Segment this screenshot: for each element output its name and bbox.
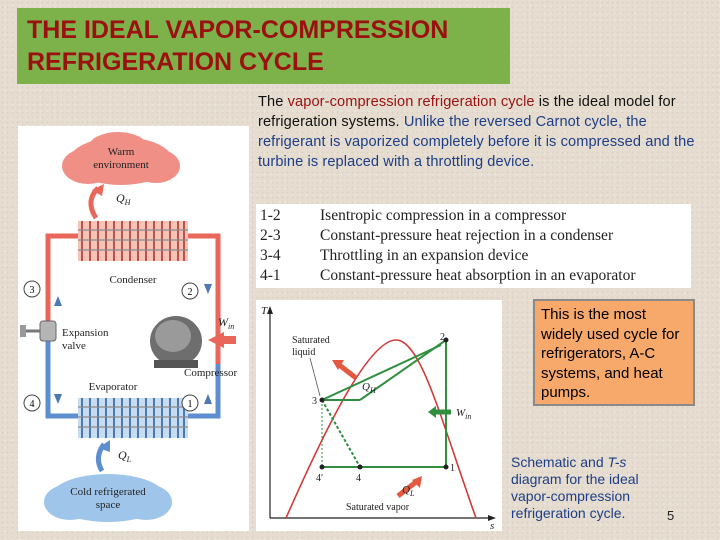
cycle-path: [321, 339, 447, 468]
process-code: 2-3: [260, 227, 281, 244]
ts-point-4: [357, 464, 363, 470]
ts-win-subscript: in: [465, 412, 471, 421]
condenser-label: Condenser: [109, 274, 156, 286]
ts-svg: T s 3: [261, 305, 496, 532]
ts-ql-label: QL: [402, 484, 415, 498]
caption-part-1: Schematic and: [511, 454, 608, 470]
ql-subscript: L: [126, 455, 132, 464]
win-subscript: in: [228, 322, 234, 331]
caption-ts: T-s: [607, 454, 627, 470]
svg-text:2: 2: [188, 287, 193, 298]
qh-arrow-icon: [88, 184, 104, 220]
s-axis-label: s: [490, 520, 494, 531]
win-label: Win: [218, 315, 234, 331]
ts-label-4prime: 4′: [316, 473, 323, 484]
warm-environment-cloud-icon: [62, 132, 180, 185]
process-description: Throttling in an expansion device: [320, 247, 529, 264]
cold-label-1: Cold refrigerated: [70, 486, 146, 498]
process-row: 3-4 Throttling in an expansion device: [260, 246, 687, 266]
ts-point-4prime: [319, 464, 325, 470]
saturated-liquid-label-1: Saturated: [292, 335, 330, 346]
state-1-marker: 1: [181, 394, 199, 412]
qh-label: QH: [116, 191, 132, 207]
win-symbol: W: [218, 315, 229, 329]
flow-arrow-icon: [54, 284, 212, 404]
warm-label-1: Warm: [108, 146, 135, 158]
title-line-2: REFRIGERATION CYCLE: [27, 48, 324, 76]
svg-text:4: 4: [30, 399, 35, 410]
compressor-icon: [150, 316, 202, 368]
cold-label-2: space: [96, 499, 121, 511]
schematic-svg: Warm environment QH Condenser: [20, 132, 238, 522]
ql-label: QL: [118, 448, 132, 464]
system-schematic: Warm environment QH Condenser: [18, 126, 249, 531]
expansion-label-1: Expansion: [62, 327, 109, 339]
callout-box: This is the most widely used cycle for r…: [533, 299, 695, 406]
ts-label-1: 1: [450, 463, 455, 474]
intro-part-3: is the ideal model for refrigeration sys…: [258, 94, 676, 130]
process-description: Constant-pressure heat absorption in an …: [320, 267, 636, 284]
ts-qh-arrow-icon: [332, 360, 358, 380]
state-2-marker: 2: [181, 282, 199, 300]
state-4-marker: 4: [23, 394, 41, 412]
caption-part-3: diagram for the ideal vapor-compression …: [511, 471, 639, 521]
process-row: 4-1 Constant-pressure heat absorption in…: [260, 266, 687, 286]
ts-qh-label: QH: [362, 381, 377, 395]
ts-win-symbol: W: [456, 407, 466, 419]
process-code: 4-1: [260, 267, 281, 284]
ts-label-2: 2: [440, 332, 445, 343]
ts-qh-subscript: H: [369, 386, 377, 395]
ts-axes: [267, 306, 496, 521]
title-banner: THE IDEAL VAPOR-COMPRESSION REFRIGERATIO…: [17, 8, 510, 84]
ts-diagram: T s 3: [256, 300, 502, 532]
intro-paragraph: The vapor-compression refrigeration cycl…: [258, 92, 703, 172]
process-row: 1-2 Isentropic compression in a compress…: [260, 206, 687, 226]
ts-label-4: 4: [356, 473, 361, 484]
process-code: 1-2: [260, 207, 281, 224]
saturation-dome: [285, 339, 477, 519]
ts-win-label: Win: [456, 407, 471, 421]
win-arrow-icon: [208, 332, 236, 348]
svg-text:1: 1: [188, 399, 193, 410]
cold-space-cloud-icon: [44, 474, 172, 522]
svg-text:3: 3: [30, 285, 35, 296]
intro-part-1: The: [258, 94, 288, 110]
page-number: 5: [667, 508, 675, 523]
warm-label-2: environment: [93, 159, 149, 171]
ts-ql-symbol: Q: [402, 484, 410, 496]
intro-part-4: Unlike the reversed Carnot cycle, the re…: [258, 114, 695, 170]
evaporator-coil-icon: [78, 398, 188, 438]
qh-symbol: Q: [116, 191, 125, 205]
ts-win-arrow-icon: [428, 406, 451, 418]
saturated-liquid-label-2: liquid: [292, 347, 315, 358]
ts-label-3: 3: [312, 396, 317, 407]
saturated-liquid-leader: [309, 357, 321, 397]
process-code: 3-4: [260, 247, 281, 264]
ts-ql-subscript: L: [409, 489, 415, 498]
evaporator-label: Evaporator: [89, 381, 138, 393]
ts-point-2: [443, 337, 449, 343]
process-row: 2-3 Constant-pressure heat rejection in …: [260, 226, 687, 246]
expansion-valve-icon: [20, 320, 57, 342]
process-table: 1-2 Isentropic compression in a compress…: [256, 204, 691, 288]
qh-subscript: H: [124, 198, 132, 207]
ts-ql-arrow-icon: [396, 476, 422, 498]
saturated-vapor-label: Saturated vapor: [346, 502, 410, 513]
figure-caption: Schematic and T-s diagram for the ideal …: [511, 454, 661, 522]
title-line-1: THE IDEAL VAPOR-COMPRESSION: [27, 16, 449, 44]
state-3-marker: 3: [23, 280, 41, 298]
ts-point-1: [443, 464, 449, 470]
ql-symbol: Q: [118, 448, 127, 462]
ql-arrow-icon: [95, 440, 110, 473]
intro-cycle-term: vapor-compression refrigeration cycle: [287, 94, 535, 110]
t-axis-label: T: [261, 305, 268, 317]
compressor-label: Compressor: [184, 367, 238, 379]
ts-qh-symbol: Q: [362, 381, 370, 393]
ts-point-3: [319, 397, 325, 403]
condenser-coil-icon: [78, 221, 188, 261]
expansion-label-2: valve: [62, 340, 86, 352]
process-description: Isentropic compression in a compressor: [320, 207, 567, 224]
process-description: Constant-pressure heat rejection in a co…: [320, 227, 614, 244]
